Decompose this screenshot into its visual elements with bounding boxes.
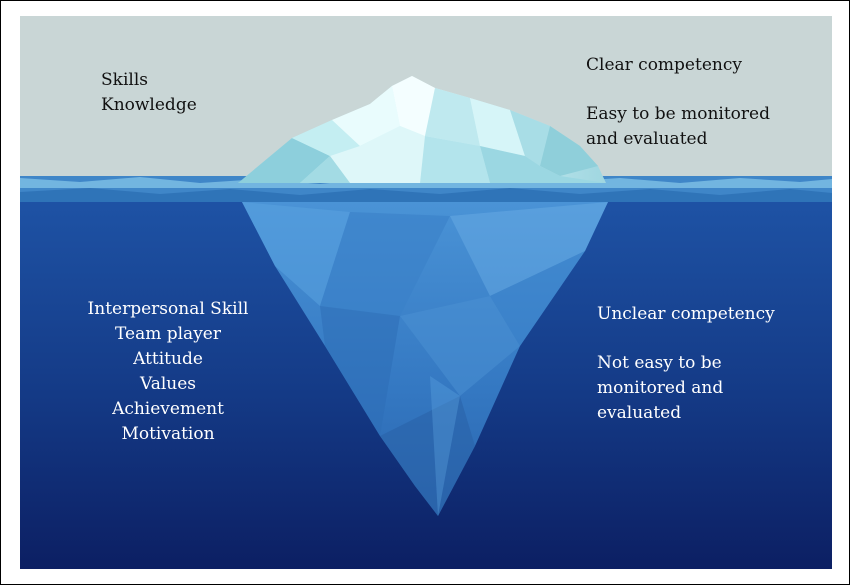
list-item: Team player xyxy=(115,324,221,344)
list-item: Knowledge xyxy=(101,95,197,115)
iceberg-underwater xyxy=(242,202,608,516)
list-item: Interpersonal Skill xyxy=(87,299,249,319)
list-item: Values xyxy=(139,374,197,394)
unclear-competency-block: Unclear competency Not easy to be monito… xyxy=(597,302,775,426)
clear-competency-desc-line: and evaluated xyxy=(586,129,708,149)
clear-competency-block: Clear competency Easy to be monitored an… xyxy=(586,53,770,152)
above-water-list: Skills Knowledge xyxy=(101,68,197,118)
unclear-competency-title: Unclear competency xyxy=(597,304,775,324)
list-item: Skills xyxy=(101,70,148,90)
clear-competency-desc-line: Easy to be monitored xyxy=(586,104,770,124)
list-item: Achievement xyxy=(112,399,224,419)
unclear-competency-desc-line: monitored and xyxy=(597,378,724,398)
list-item: Motivation xyxy=(121,424,215,444)
unclear-competency-desc-line: Not easy to be xyxy=(597,353,722,373)
list-item: Attitude xyxy=(133,349,203,369)
unclear-competency-desc-line: evaluated xyxy=(597,403,682,423)
below-water-list: Interpersonal Skill Team player Attitude… xyxy=(67,297,269,447)
iceberg-tip xyxy=(238,76,606,183)
clear-competency-title: Clear competency xyxy=(586,55,742,75)
iceberg-scene xyxy=(20,16,832,569)
